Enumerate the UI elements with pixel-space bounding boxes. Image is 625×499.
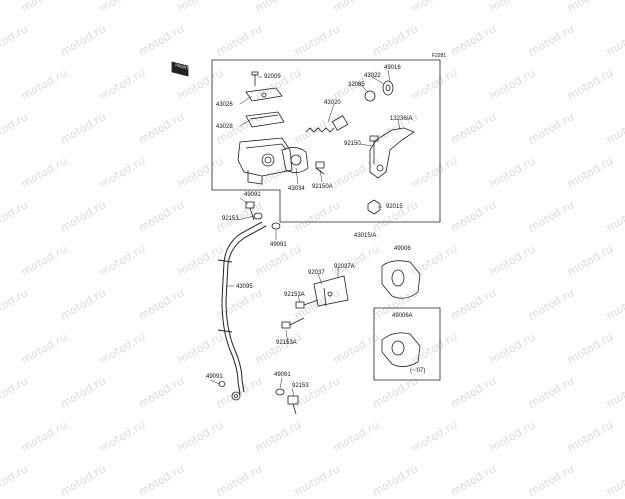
master-cylinder-body-icon <box>237 137 293 185</box>
label-13236a: 13236/A <box>390 116 413 122</box>
label-92153a-1: 92153A <box>284 292 305 298</box>
front-tag-icon <box>171 61 189 77</box>
banjo-bolt-upper-icon <box>245 201 255 221</box>
diagram-drawing <box>171 59 441 415</box>
leader-lines <box>209 69 401 397</box>
label-92153-lower: 92153 <box>292 383 309 389</box>
footnote-label: (~'07) <box>410 368 426 374</box>
label-43028: 43028 <box>216 124 233 130</box>
label-92015: 92015 <box>386 204 403 210</box>
washer-upper-2-icon <box>271 222 281 230</box>
label-43026: 43026 <box>216 102 233 108</box>
lever-guard-icon <box>381 260 421 299</box>
brake-lever-icon <box>369 127 415 179</box>
washer-lower-1-icon <box>218 381 226 387</box>
clamp-icon <box>281 147 309 173</box>
label-49091-upper: 49091 <box>244 192 261 198</box>
banjo-lower-icon <box>231 391 241 401</box>
figure-code: F2281 <box>432 53 447 59</box>
master-cylinder-group-frame <box>211 59 441 223</box>
label-92153a-2: 92153A <box>276 340 297 346</box>
label-43022: 43022 <box>364 73 381 79</box>
brake-hose-icon <box>217 221 267 395</box>
piston-spring-icon <box>305 115 349 133</box>
label-43020: 43020 <box>324 100 341 106</box>
hose-guide-bracket-icon <box>313 275 349 307</box>
boot-icon <box>382 80 394 96</box>
diaphragm-icon <box>245 111 285 128</box>
bracket-bolt-2-icon <box>281 317 305 329</box>
label-92153-upper: 92153 <box>222 216 239 222</box>
label-92009: 92009 <box>264 74 281 80</box>
label-92037a: 92037A <box>334 264 355 270</box>
banjo-bolt-lower-icon <box>287 395 299 415</box>
label-49091-lower-right: 49091 <box>274 372 291 378</box>
label-43015a: 43015/A <box>354 233 377 239</box>
label-49091-lower-left: 49091 <box>206 374 223 380</box>
label-32085: 32085 <box>348 82 365 88</box>
label-92150: 92150 <box>344 141 361 147</box>
cap-screw-icon <box>251 71 259 86</box>
washer-lower-2-icon <box>275 388 285 396</box>
pivot-bolt-icon <box>369 135 379 164</box>
label-92150a: 92150A <box>312 184 333 190</box>
clamp-bolt-icon <box>315 161 325 175</box>
label-43034: 43034 <box>288 186 305 192</box>
label-43095: 43095 <box>236 284 253 290</box>
circlip-icon <box>364 90 376 102</box>
bracket-bolt-1-icon <box>295 299 319 309</box>
washer-upper-1-icon <box>253 212 263 220</box>
lever-guard-variant-icon <box>381 332 421 367</box>
label-49006a: 49006A <box>392 313 413 319</box>
lever-guard-variant-frame <box>373 307 441 381</box>
label-92037: 92037 <box>308 270 325 276</box>
label-49006: 49006 <box>394 246 411 252</box>
label-49091-mid: 49091 <box>270 242 287 248</box>
nut-icon <box>367 199 381 215</box>
reservoir-cap-icon <box>245 87 283 102</box>
label-49016: 49016 <box>384 65 401 71</box>
